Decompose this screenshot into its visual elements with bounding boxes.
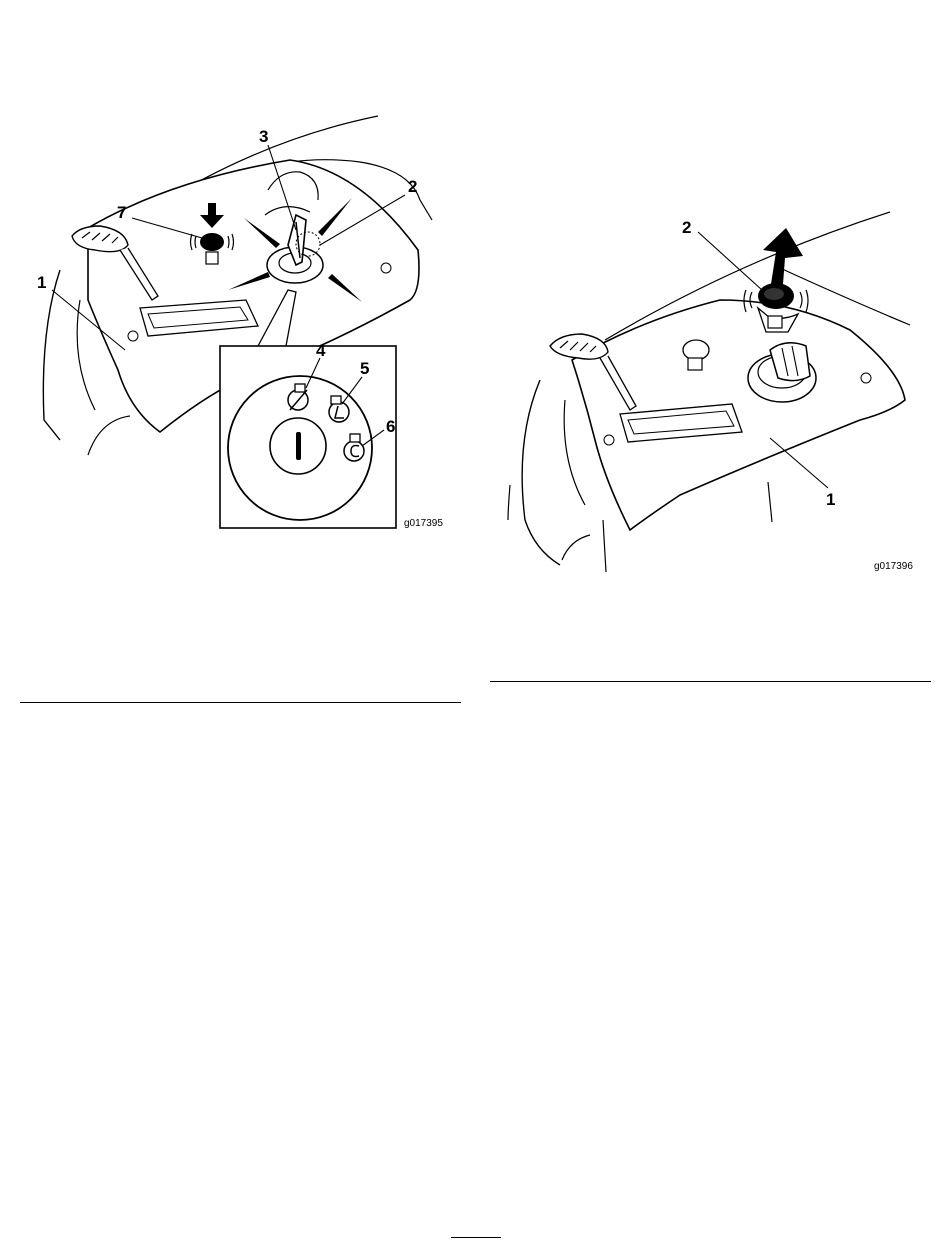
fender-edge: [564, 400, 585, 505]
section-divider: [490, 681, 931, 682]
callout-4: 4: [316, 341, 326, 360]
frame-edge: [768, 482, 772, 522]
figure-left-drawing: 1 2 3 4 5 6 7 g017395: [0, 100, 470, 550]
key-slot: [296, 432, 301, 460]
callout-1: 1: [37, 273, 46, 292]
callout-5: 5: [360, 359, 369, 378]
fender-edge: [43, 270, 60, 440]
figure-code: g017395: [404, 518, 443, 529]
callout-7: 7: [117, 203, 126, 222]
callout-2: 2: [408, 177, 417, 196]
callout-2: 2: [682, 218, 691, 237]
figure-code: g017396: [874, 561, 913, 572]
panel-screw: [861, 373, 871, 383]
fender-edge: [508, 485, 510, 520]
fender-edge: [522, 380, 560, 565]
leader-line-2: [698, 232, 762, 290]
figure-right-drawing: 2 1 g017396: [480, 195, 950, 580]
panel-screw: [381, 263, 391, 273]
figure-ignition-key-switch: 1 2 3 4 5 6 7 g017395: [0, 100, 470, 550]
frame-edge: [603, 520, 606, 572]
page-footer-rule: [451, 1237, 501, 1238]
fender-edge: [77, 300, 95, 410]
panel-screw: [604, 435, 614, 445]
fender-edge: [88, 416, 130, 455]
callout-3: 3: [259, 127, 268, 146]
callout-1: 1: [826, 490, 835, 509]
section-divider: [20, 702, 461, 703]
callout-6: 6: [386, 417, 395, 436]
figure-pto-knob-pulled: 2 1 g017396: [480, 195, 950, 580]
throttle-handle: [550, 334, 608, 359]
panel-screw: [128, 331, 138, 341]
fender-edge: [562, 535, 590, 560]
